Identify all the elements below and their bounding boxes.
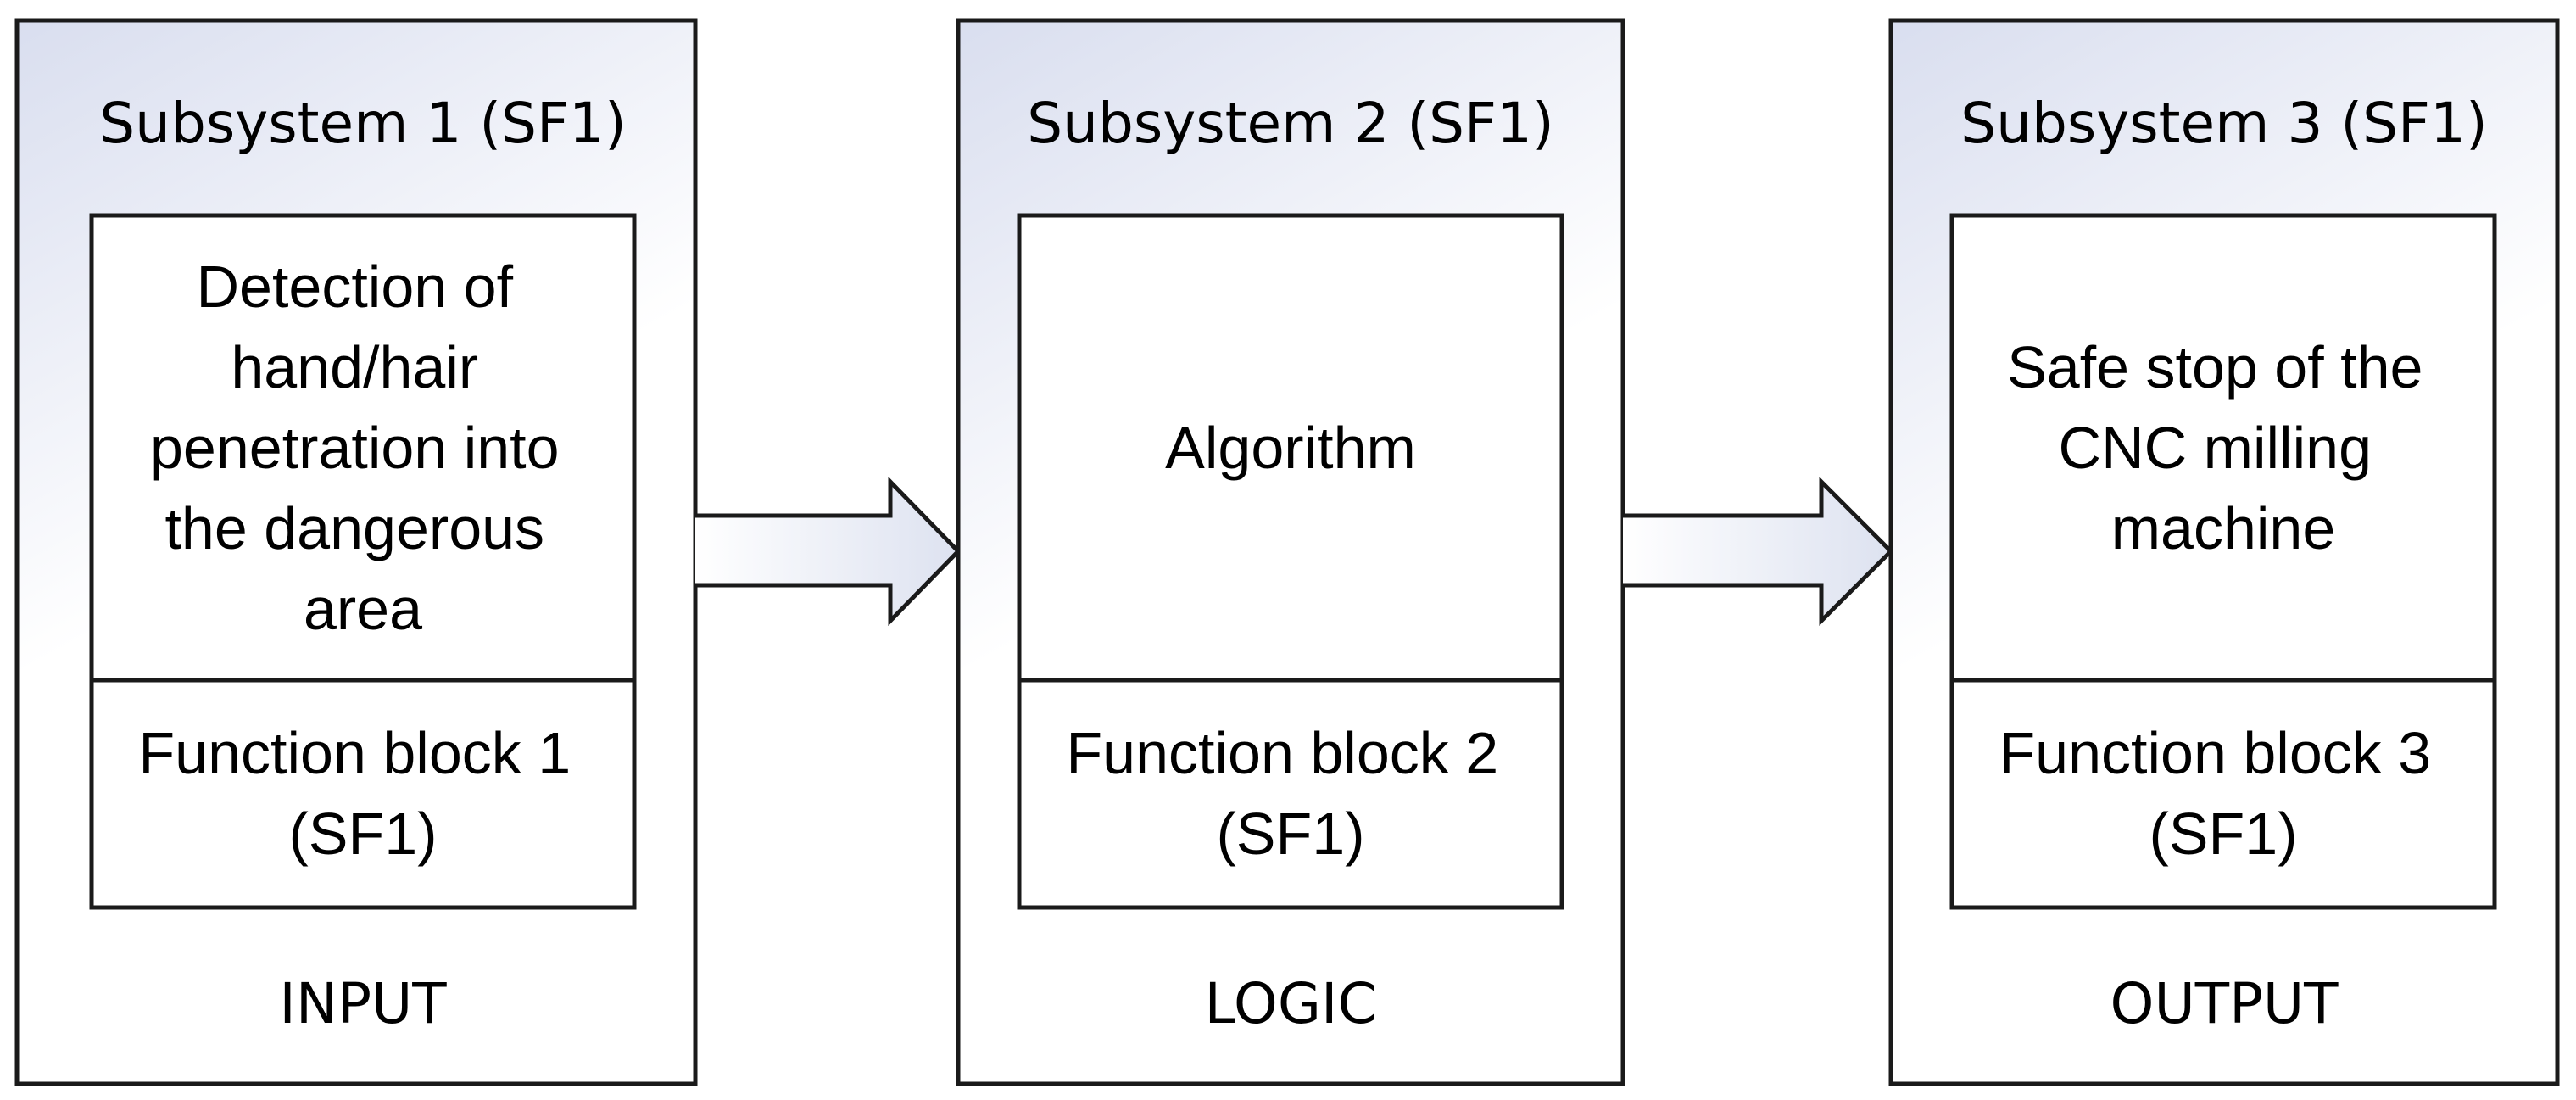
subsystem-3-label: OUTPUT xyxy=(2110,971,2339,1036)
subsystem-2: Subsystem 2 (SF1) Algorithm Function blo… xyxy=(956,18,1625,1086)
subsystem-2-top-line-1: Algorithm xyxy=(1165,415,1416,481)
subsystem-3-bottom-text: Function block 3 (SF1) xyxy=(1999,720,2447,867)
subsystem-3: Subsystem 3 (SF1) Safe stop of the CNC m… xyxy=(1888,18,2560,1086)
subsystem-2-bottom-text: Function block 2 (SF1) xyxy=(1066,720,1514,867)
subsystem-1-title: Subsystem 1 (SF1) xyxy=(99,91,627,156)
subsystem-3-top-text: Safe stop of the CNC milling machine xyxy=(2007,334,2439,561)
subsystem-3-top-line-1: Safe stop of the xyxy=(2007,334,2423,400)
subsystem-1-top-line-2: hand/hair xyxy=(231,334,478,400)
subsystem-1-top-box xyxy=(89,213,637,683)
subsystem-2-bottom-line-2: (SF1) xyxy=(1217,801,1365,867)
flow-arrow-2 xyxy=(1623,476,1894,627)
subsystem-2-label: LOGIC xyxy=(1204,971,1376,1036)
subsystem-1-top-line-4: the dangerous xyxy=(164,495,544,561)
subsystem-3-title: Subsystem 3 (SF1) xyxy=(1960,91,2488,156)
subsystem-1-top-line-1: Detection of xyxy=(196,254,513,320)
subsystem-2-bottom-box xyxy=(1017,678,1564,910)
subsystem-1-bottom-box xyxy=(89,678,637,910)
subsystem-1-bottom-line-1: Function block 1 xyxy=(138,720,571,786)
flow-arrow-1 xyxy=(695,476,962,627)
subsystem-2-title: Subsystem 2 (SF1) xyxy=(1027,91,1554,156)
subsystem-3-top-line-3: machine xyxy=(2111,495,2336,561)
subsystem-1: Subsystem 1 (SF1) Detection of hand/hair… xyxy=(14,18,698,1086)
subsystem-3-bottom-line-2: (SF1) xyxy=(2149,801,2298,867)
subsystem-2-top-box xyxy=(1017,213,1564,683)
subsystem-3-bottom-line-1: Function block 3 xyxy=(1999,720,2431,786)
subsystem-1-bottom-text: Function block 1 (SF1) xyxy=(138,720,587,867)
subsystem-2-top-text: Algorithm xyxy=(1165,415,1416,481)
subsystem-1-bottom-line-2: (SF1) xyxy=(289,801,438,867)
subsystem-2-bottom-line-1: Function block 2 xyxy=(1066,720,1498,786)
subsystem-3-top-line-2: CNC milling xyxy=(2059,415,2372,481)
subsystem-1-top-text: Detection of hand/hair penetration into … xyxy=(150,254,576,642)
subsystem-1-top-line-5: area xyxy=(304,576,422,642)
subsystem-1-label: INPUT xyxy=(279,971,447,1036)
subsystem-3-bottom-box xyxy=(1949,678,2497,910)
subsystem-1-top-line-3: penetration into xyxy=(150,415,560,481)
subsystem-3-top-box xyxy=(1949,213,2497,683)
